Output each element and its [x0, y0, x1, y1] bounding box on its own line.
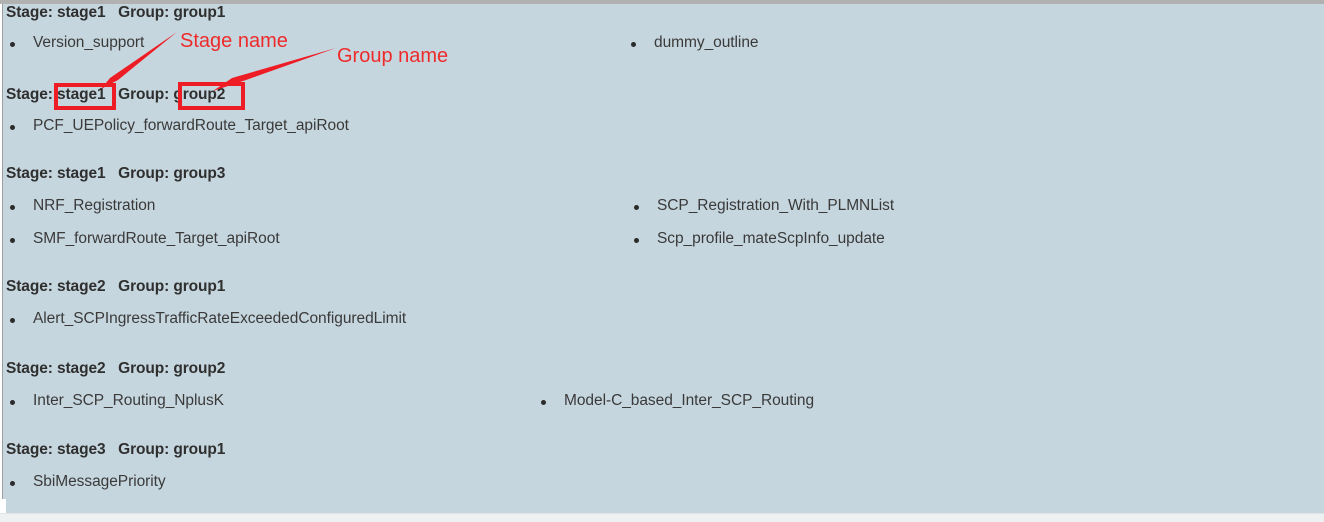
bullet-icon [10, 238, 15, 243]
bullet-icon [10, 205, 15, 210]
bullet-icon [541, 400, 546, 405]
window-left-border [0, 4, 3, 507]
bullet-icon [10, 42, 15, 47]
section-heading-stage2-group2: Stage: stage2 Group: group2 [6, 360, 226, 377]
list-item-label: dummy_outline [654, 34, 759, 51]
stage-name-annotation-label: Stage name [180, 30, 288, 52]
section-heading-stage1-group3: Stage: stage1 Group: group3 [6, 165, 226, 182]
section-heading-stage3-group1: Stage: stage3 Group: group1 [6, 441, 226, 458]
list-item-label: Alert_SCPIngressTrafficRateExceededConfi… [33, 310, 407, 327]
list-item-label: NRF_Registration [33, 197, 156, 214]
section-heading-stage1-group2: Stage: stage1 Group: group2 [6, 86, 225, 104]
bullet-icon [10, 318, 15, 323]
list-item-label: Model-C_based_Inter_SCP_Routing [564, 392, 815, 409]
bullet-icon [634, 205, 639, 210]
bullet-icon [10, 125, 15, 130]
list-item-label: SbiMessagePriority [33, 473, 166, 490]
section-heading-stage2-group1: Stage: stage2 Group: group1 [6, 278, 226, 295]
list-item-label: Inter_SCP_Routing_NplusK [33, 392, 224, 409]
list-item-label: Scp_profile_mateScpInfo_update [657, 230, 885, 247]
stage-value-highlight-box [54, 83, 116, 110]
heading-group-prefix: Group: [105, 86, 174, 103]
list-item-label: PCF_UEPolicy_forwardRoute_Target_apiRoot [33, 117, 349, 134]
group-value-highlight-box [178, 82, 245, 110]
bullet-icon [634, 238, 639, 243]
window-bottom-border [0, 513, 1324, 522]
window-bottom-left-border [0, 499, 6, 513]
heading-group-value: group2 [173, 86, 226, 103]
heading-stage-value: stage1 [56, 86, 106, 103]
bullet-icon [10, 400, 15, 405]
window-top-border [0, 0, 1324, 4]
list-item-label: Version_support [33, 34, 145, 51]
bullet-icon [631, 42, 636, 47]
heading-stage-prefix: Stage: [6, 86, 57, 103]
list-item-label: SCP_Registration_With_PLMNList [657, 197, 895, 214]
group-name-annotation-label: Group name [337, 45, 449, 67]
list-item-label: SMF_forwardRoute_Target_apiRoot [33, 230, 280, 247]
bullet-icon [10, 481, 15, 486]
section-heading-stage1-group1: Stage: stage1 Group: group1 [6, 4, 226, 21]
